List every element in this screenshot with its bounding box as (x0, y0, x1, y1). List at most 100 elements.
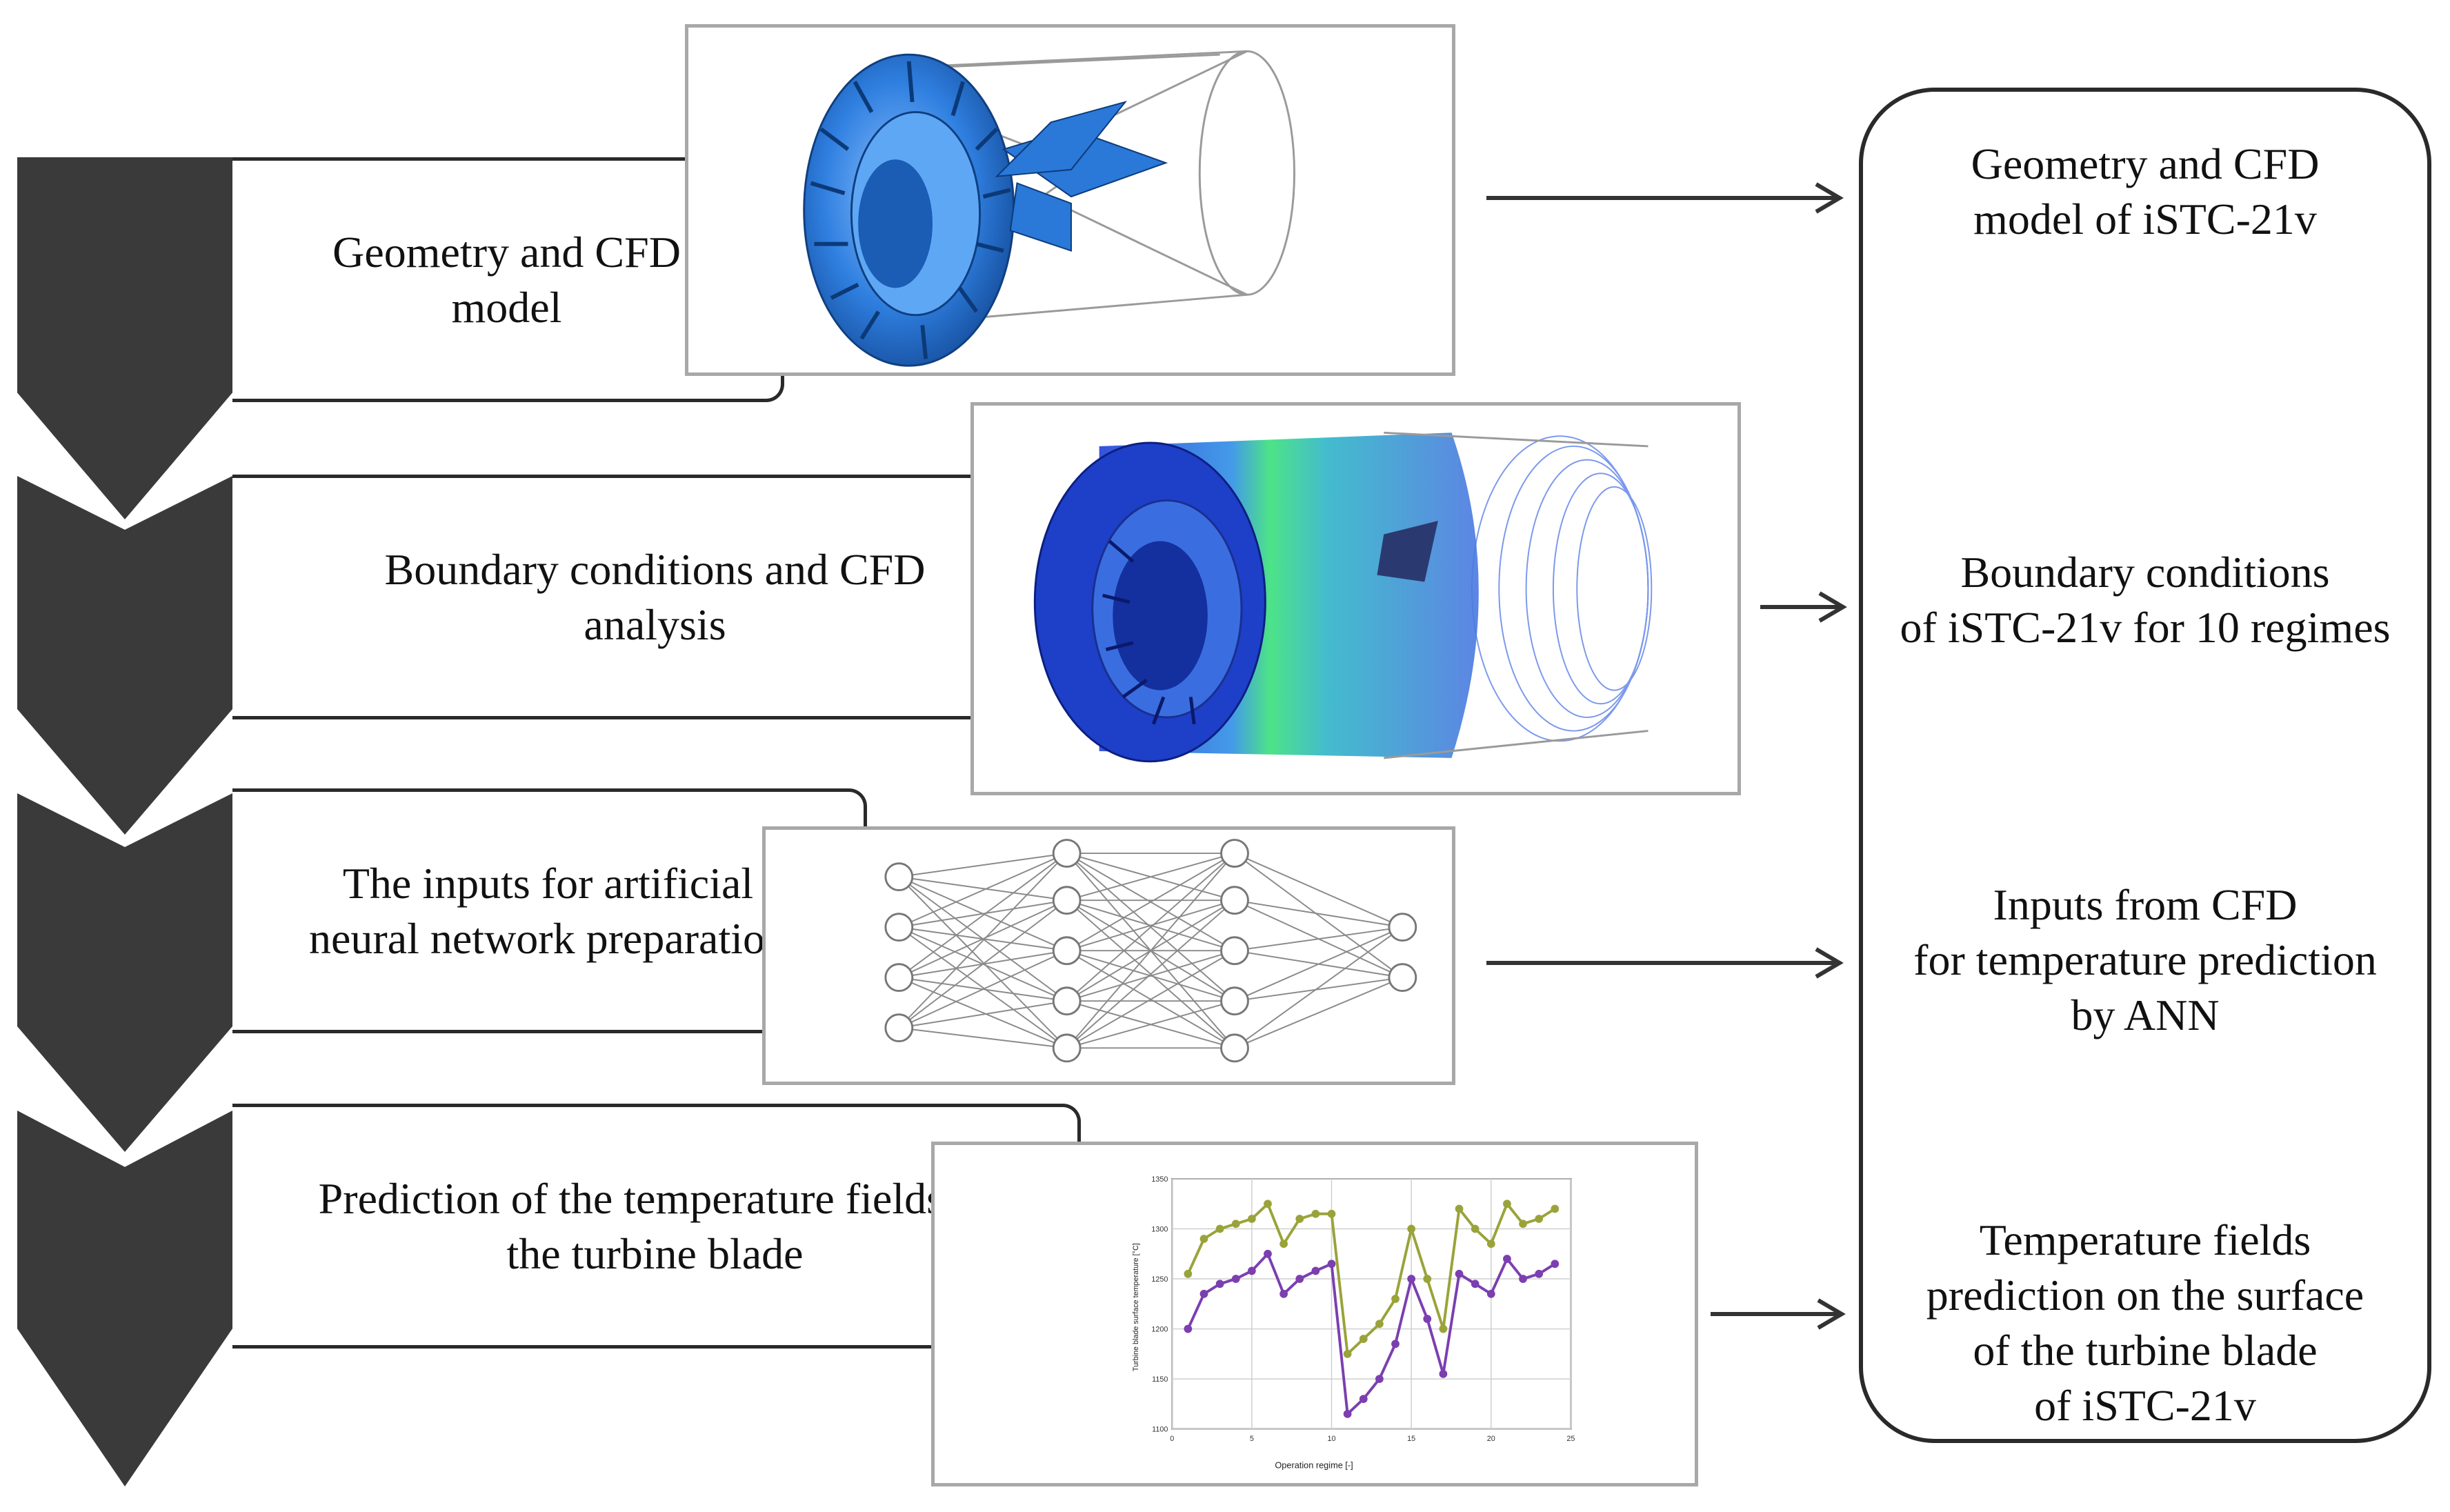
ann-node (884, 1013, 914, 1043)
step-box-ann-inputs: The inputs for artificial neural network… (232, 788, 867, 1033)
ann-node (1220, 886, 1249, 915)
ann-connection (1234, 926, 1403, 1002)
chart-point (1486, 1289, 1495, 1298)
chart-point (1264, 1200, 1272, 1208)
output-label-ann-inputs: Inputs from CFD for temperature predicti… (1913, 880, 2377, 1040)
chart-point (1199, 1235, 1208, 1243)
ann-connection (898, 926, 1068, 1049)
output-label-boundary: Boundary conditions of iSTC-21v for 10 r… (1900, 548, 2391, 652)
ann-node (1220, 986, 1249, 1016)
ann-node (1052, 936, 1082, 966)
chart-point (1551, 1204, 1560, 1213)
ann-connection (1066, 853, 1235, 1048)
chart-point (1503, 1255, 1511, 1263)
chart-point (1439, 1324, 1448, 1333)
chart-point (1391, 1340, 1400, 1349)
ann-diagram-image (762, 826, 1455, 1085)
step-label-geometry: Geometry and CFD model (332, 227, 681, 332)
chart-x-tick-label: 0 (1170, 1435, 1174, 1443)
chart-point (1535, 1215, 1544, 1223)
ann-connection (899, 1000, 1067, 1029)
chart-point (1535, 1269, 1544, 1278)
chart-point (1231, 1275, 1240, 1283)
ann-connection (1234, 899, 1403, 928)
chart-point (1231, 1220, 1240, 1228)
chart-point (1423, 1275, 1432, 1283)
chart-x-tick-label: 5 (1250, 1435, 1254, 1443)
ann-node (884, 862, 914, 892)
ann-node (1388, 963, 1417, 993)
chart-point (1279, 1289, 1288, 1298)
chart-point (1439, 1369, 1448, 1378)
chart-point (1471, 1224, 1480, 1233)
chart-point (1343, 1349, 1352, 1358)
chart-y-tick-label: 1200 (1151, 1325, 1168, 1333)
chart-point (1311, 1209, 1320, 1218)
flow-chevron-2 (17, 476, 232, 835)
chart-y-axis-label: Turbine blade surface temperature [°C] (1132, 1243, 1140, 1371)
ann-node (1052, 839, 1082, 868)
chart-plot-area (1171, 1178, 1572, 1430)
chart-point (1455, 1269, 1464, 1278)
ann-connection (899, 1027, 1067, 1049)
ann-connection (1234, 853, 1403, 978)
ann-connection (1066, 853, 1235, 1002)
chart-point (1247, 1215, 1256, 1223)
arrow-prediction-output (1711, 1298, 1846, 1330)
ann-connection (898, 899, 1068, 979)
chart-point (1295, 1275, 1304, 1283)
chart-y-tick-label: 1150 (1152, 1375, 1168, 1384)
ann-node (1052, 986, 1082, 1016)
ann-connection (898, 977, 1068, 1049)
output-label-geometry: Geometry and CFD model of iSTC-21v (1971, 139, 2320, 243)
chart-point (1519, 1275, 1527, 1283)
ann-connection (899, 899, 1067, 928)
chart-point (1279, 1240, 1288, 1249)
chart-point (1455, 1204, 1464, 1213)
ann-connection (899, 853, 1067, 878)
ann-node (1220, 839, 1249, 868)
flow-chevron-3 (17, 793, 232, 1152)
ann-connection (899, 876, 1067, 902)
outputs-box (1859, 88, 2431, 1443)
temperature-chart-image: Turbine blade surface temperature [°C] O… (931, 1142, 1698, 1486)
ann-connection (1066, 899, 1235, 1049)
ann-connection (898, 876, 1068, 1049)
ann-connection (1066, 853, 1235, 952)
chart-point (1184, 1324, 1193, 1333)
ann-node (1220, 1033, 1249, 1063)
chart-x-tick-label: 20 (1487, 1435, 1495, 1443)
chart-point (1519, 1220, 1527, 1228)
chart-y-tick-label: 1250 (1151, 1275, 1168, 1284)
chart-x-axis-label: Operation regime [-] (1275, 1460, 1353, 1470)
chart-point (1311, 1266, 1320, 1275)
ann-connection (898, 853, 1068, 928)
chart-y-tick-label: 1300 (1151, 1225, 1168, 1233)
chart-point (1391, 1295, 1400, 1303)
step-label-prediction: Prediction of the temperature fields of … (318, 1173, 992, 1278)
chart-point (1503, 1200, 1511, 1208)
flow-chevron-4 (17, 1111, 232, 1486)
ann-connection (1234, 977, 1403, 1049)
chart-x-tick-label: 15 (1407, 1435, 1415, 1443)
step-label-ann-inputs: The inputs for artificial neural network… (308, 858, 788, 963)
chart-point (1264, 1249, 1272, 1258)
chart-point (1471, 1280, 1480, 1289)
arrow-boundary-output (1760, 591, 1847, 623)
ann-node (884, 963, 914, 993)
geometry-model-image (685, 24, 1455, 376)
chart-point (1199, 1289, 1208, 1298)
ann-connection (1234, 926, 1403, 952)
ann-node (1388, 913, 1417, 942)
chart-y-tick-label: 1100 (1152, 1426, 1168, 1434)
chart-point (1486, 1240, 1495, 1249)
chart-y-tick-label: 1350 (1151, 1175, 1168, 1184)
chart-x-tick-label: 10 (1328, 1435, 1336, 1443)
ann-connection (898, 853, 1068, 978)
ann-node (1220, 936, 1249, 966)
arrow-ann-output (1486, 947, 1844, 979)
chart-point (1327, 1260, 1336, 1269)
ann-connection (1234, 977, 1403, 1002)
chart-point (1327, 1209, 1336, 1218)
neural-network-illustration (884, 839, 1417, 1063)
